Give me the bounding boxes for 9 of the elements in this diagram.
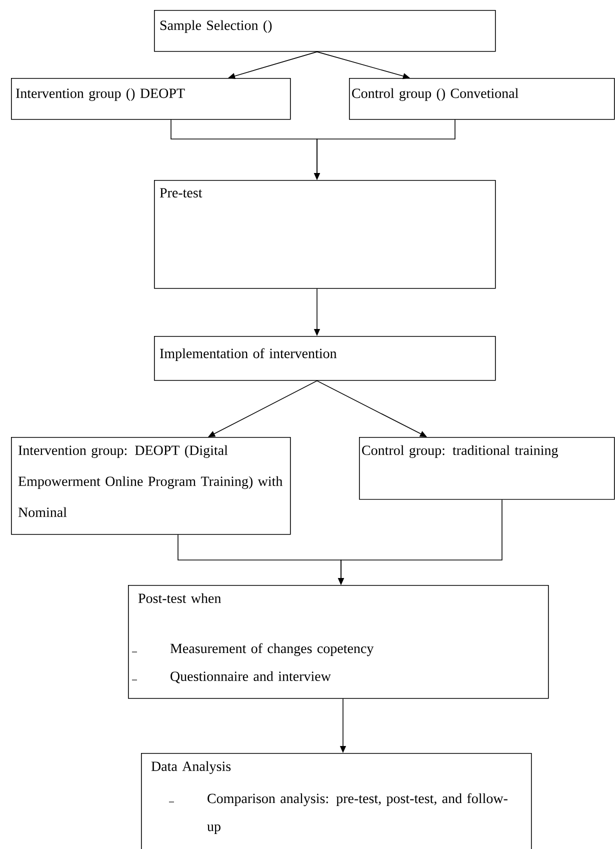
- process-box: Intervention group: DEOPT (Digital Empowerment Online Program Training) with Nominal: [11, 437, 291, 535]
- process-box: Sample Selection (): [154, 10, 496, 52]
- process-box: Control group: traditional training: [359, 437, 615, 500]
- process-box: Implementation of intervention: [154, 336, 496, 381]
- process-box: Pre-test: [154, 180, 496, 289]
- process-box: Post-test when Measurement of changes copetency Questionnaire and interview: [128, 585, 549, 699]
- process-box: Data Analysis Comparison analysis: pre-test, post-test, and follow-up: [141, 753, 532, 849]
- process-box: Control group () Convetional: [349, 78, 615, 120]
- process-box: Intervention group () DEOPT: [11, 78, 291, 120]
